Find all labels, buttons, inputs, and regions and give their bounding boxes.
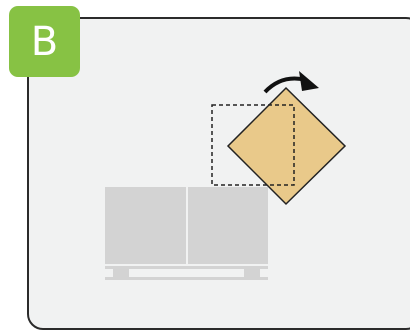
pallet-base (105, 277, 268, 280)
load-block-left (105, 187, 186, 264)
palletized-load (105, 187, 268, 280)
pallet-foot-right (244, 269, 260, 277)
original-position-outline (211, 104, 295, 186)
step-badge: B (9, 6, 80, 77)
pallet-deck (105, 266, 268, 269)
rotate-clockwise-arrow-icon (263, 71, 319, 94)
load-block-right (188, 187, 268, 264)
rotated-box (226, 86, 347, 206)
pallet-foot-left (113, 269, 129, 277)
